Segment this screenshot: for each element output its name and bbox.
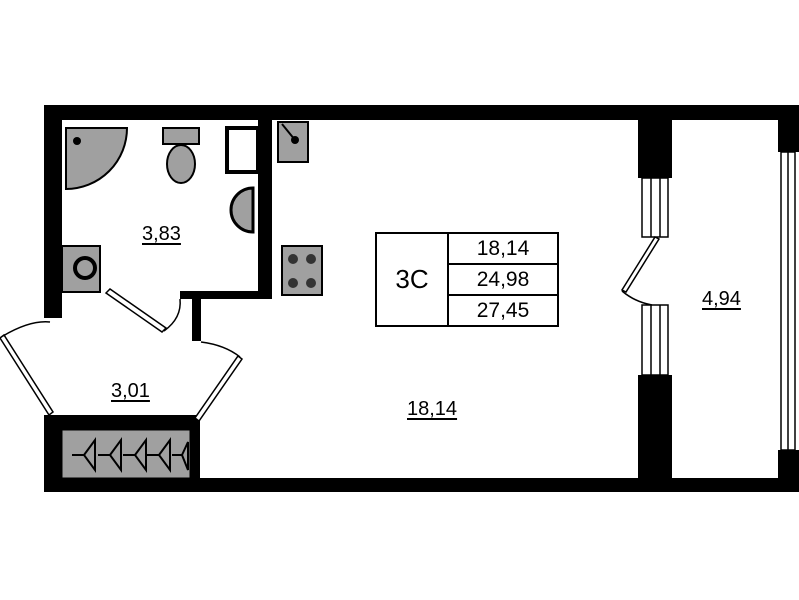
hanger-icons xyxy=(72,436,189,474)
wall-bathroom-bottom xyxy=(180,291,272,299)
wall-stub xyxy=(192,299,201,341)
apartment-summary-table: 3C 18,14 24,98 27,45 xyxy=(375,232,559,327)
washbasin-icon xyxy=(229,186,255,234)
fixtures xyxy=(61,121,323,479)
entrance-window-left xyxy=(0,333,55,417)
toilet-icon xyxy=(162,127,200,145)
windows xyxy=(641,151,796,451)
room-area-living-room: 18,14 xyxy=(407,398,458,420)
doors xyxy=(0,236,661,423)
stove-icon xyxy=(281,245,323,296)
wall-right-bottom xyxy=(778,450,799,478)
bathroom-door-leaf xyxy=(104,288,168,333)
wall-bottom xyxy=(44,478,799,492)
wall-right-top xyxy=(778,113,799,152)
kitchen-sink-icon xyxy=(277,121,309,163)
room-area-hallway: 3,01 xyxy=(111,380,150,402)
balcony-window-top xyxy=(641,177,669,238)
shaft-icon xyxy=(225,126,260,174)
wall-bathroom-right xyxy=(258,120,272,298)
wall-balcony-bottom xyxy=(638,375,672,478)
room-area-balcony: 4,94 xyxy=(702,288,741,310)
living-area-value: 18,14 xyxy=(449,234,557,265)
shower-icon xyxy=(65,127,129,191)
entrance-window-right xyxy=(193,354,244,423)
total-area-value: 24,98 xyxy=(449,265,557,296)
wall-balcony-top xyxy=(638,113,672,178)
balcony-door-leaf xyxy=(620,236,661,293)
balcony-window-bottom xyxy=(641,304,669,376)
wall-top xyxy=(44,105,799,120)
room-area-bathroom: 3,83 xyxy=(142,223,181,245)
apartment-type-code: 3C xyxy=(377,234,449,325)
total-area-with-balcony-value: 27,45 xyxy=(476,298,530,322)
wall-left xyxy=(44,105,62,318)
